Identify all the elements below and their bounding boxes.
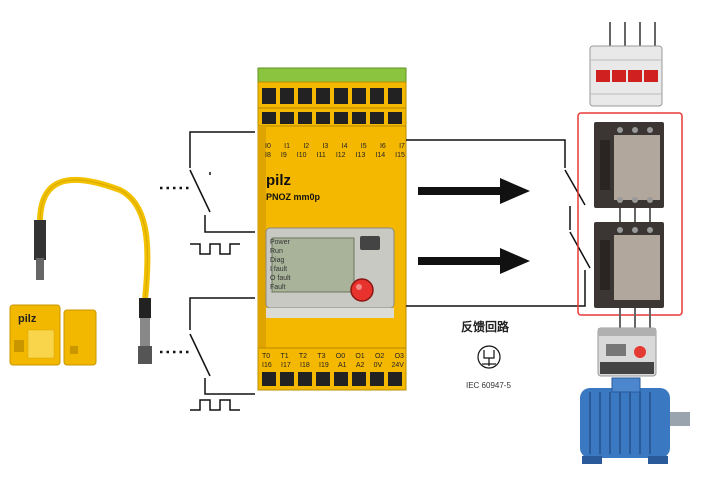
terminal-label: I2 <box>303 143 310 150</box>
iec-standard-label: IEC 60947-5 <box>466 381 511 390</box>
contactor-frame <box>577 112 683 316</box>
terminal-screw <box>370 88 384 104</box>
terminal-label: I5 <box>360 143 367 150</box>
safety-sensor: pilz <box>9 176 152 366</box>
controller-brand: pilz <box>266 172 291 189</box>
terminal-screw <box>262 88 276 104</box>
terminal-label: I11 <box>316 152 326 159</box>
safety-controller <box>257 67 407 391</box>
pulse-signal-top <box>190 243 240 255</box>
terminal-screw <box>352 88 366 104</box>
terminal-screw <box>298 112 312 124</box>
motor-protection-switch <box>597 327 657 377</box>
electric-motor <box>580 377 690 464</box>
terminal-screw <box>262 372 276 386</box>
terminal-screw <box>370 372 384 386</box>
terminal-screw <box>280 112 294 124</box>
terminal-screw <box>352 112 366 124</box>
terminal-screw <box>298 372 312 386</box>
positive-opening-symbol-icon <box>477 345 501 369</box>
terminal-label: I19 <box>319 362 329 369</box>
terminal-label: T2 <box>298 353 308 360</box>
output-arrow-top <box>418 178 530 204</box>
terminal-label: I6 <box>379 143 386 150</box>
status-led-label: Power <box>270 239 290 246</box>
terminal-screw <box>334 372 348 386</box>
terminal-screw <box>388 372 402 386</box>
feedback-loop-label: 反馈回路 <box>461 320 510 334</box>
terminal-label: 24V <box>391 362 404 369</box>
terminal-screw <box>316 88 330 104</box>
terminal-label: I8 <box>265 152 271 159</box>
terminal-screw <box>316 372 330 386</box>
status-led-label: I fault <box>270 266 288 273</box>
terminal-label: T0 <box>262 353 271 360</box>
output-arrow-bottom <box>418 248 530 274</box>
contactor-link-wires <box>619 208 651 222</box>
status-led-label: Run <box>270 248 283 255</box>
pulse-signal-bottom <box>190 399 240 411</box>
terminal-label: I18 <box>300 362 310 369</box>
terminal-label: I14 <box>375 152 386 159</box>
terminal-screw <box>316 112 330 124</box>
contactor-1 <box>594 122 664 208</box>
terminal-label: O3 <box>394 353 404 360</box>
terminal-label: I3 <box>322 143 329 150</box>
terminal-label: I10 <box>296 152 307 159</box>
status-led-label: O fault <box>270 275 291 282</box>
terminal-label: I4 <box>341 143 348 150</box>
status-led-label: Fault <box>270 284 286 291</box>
terminal-label: I13 <box>355 152 366 159</box>
motor-feed-wires <box>619 308 651 330</box>
terminal-label: I12 <box>335 152 346 159</box>
supply-wires <box>609 22 656 48</box>
sensor-body: pilz <box>9 304 61 366</box>
terminal-label: A1 <box>338 362 347 369</box>
terminal-label: O2 <box>374 353 385 360</box>
sensor-actuator <box>63 309 97 366</box>
input-circuit-bottom <box>189 297 255 395</box>
circuit-breaker <box>589 45 663 107</box>
sensor-brand-logo: pilz <box>18 313 37 325</box>
terminal-label: 0V <box>373 362 383 369</box>
terminal-label: I0 <box>265 143 271 150</box>
terminal-label: A2 <box>355 362 365 369</box>
contactor-2 <box>594 222 664 308</box>
terminal-screw <box>262 112 276 124</box>
controller-model: PNOZ mm0p <box>266 192 321 202</box>
terminal-screw <box>298 88 312 104</box>
input-circuit-top <box>189 131 255 233</box>
terminal-label: O0 <box>335 353 346 360</box>
terminal-label: I17 <box>281 362 291 369</box>
terminal-label: I1 <box>284 143 290 150</box>
terminal-screw <box>334 88 348 104</box>
terminal-label: I15 <box>395 152 405 159</box>
terminal-screw <box>280 88 294 104</box>
status-led-label: Diag <box>270 257 285 264</box>
output-wiring <box>406 139 591 307</box>
terminal-screw <box>334 112 348 124</box>
terminal-label: I9 <box>280 152 287 159</box>
terminal-label: O1 <box>355 353 365 360</box>
terminal-screw <box>352 372 366 386</box>
terminal-label: T1 <box>280 353 289 360</box>
terminal-label: T3 <box>317 353 326 360</box>
terminal-label: I16 <box>262 362 272 369</box>
terminal-screw <box>388 88 402 104</box>
terminal-screw <box>388 112 402 124</box>
terminal-screw <box>280 372 294 386</box>
terminal-label: I7 <box>399 143 405 150</box>
terminal-screw <box>370 112 384 124</box>
